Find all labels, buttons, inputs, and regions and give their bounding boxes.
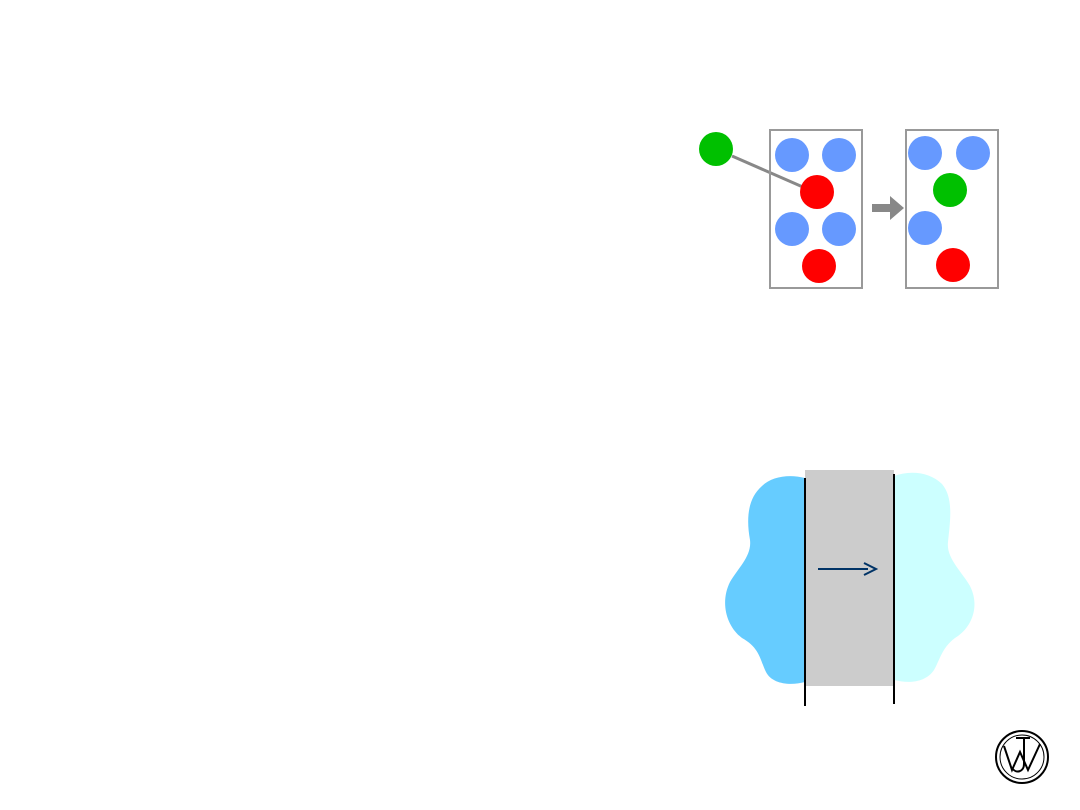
flow-arrow-head-icon (863, 562, 879, 576)
before-box (769, 129, 863, 289)
incoming-green-particle (699, 132, 733, 166)
before-particle-blue (775, 212, 809, 246)
logo-j-mark (1011, 737, 1030, 773)
before-particle-red (800, 175, 834, 209)
after-box (905, 129, 999, 289)
publisher-logo (995, 730, 1049, 784)
substitution-pointer-arrow (731, 154, 814, 193)
logo-w-mark (1003, 743, 1041, 773)
before-particle-blue (775, 138, 809, 172)
logo-outer-ring (995, 730, 1049, 784)
logo-inner-ring (999, 734, 1045, 780)
left-solution-region (725, 476, 805, 684)
substitution-diagram (699, 129, 999, 289)
transition-arrow-icon (872, 196, 904, 220)
after-particle-blue (908, 136, 942, 170)
after-particle-blue (956, 136, 990, 170)
after-particle-green (933, 173, 967, 207)
after-particle-red (936, 248, 970, 282)
before-particle-blue (822, 212, 856, 246)
before-particle-blue (822, 138, 856, 172)
right-solution-region (894, 472, 975, 682)
membrane-diagram (725, 470, 975, 706)
membrane-slab (805, 470, 894, 686)
before-particle-red (802, 249, 836, 283)
after-particle-blue (908, 211, 942, 245)
